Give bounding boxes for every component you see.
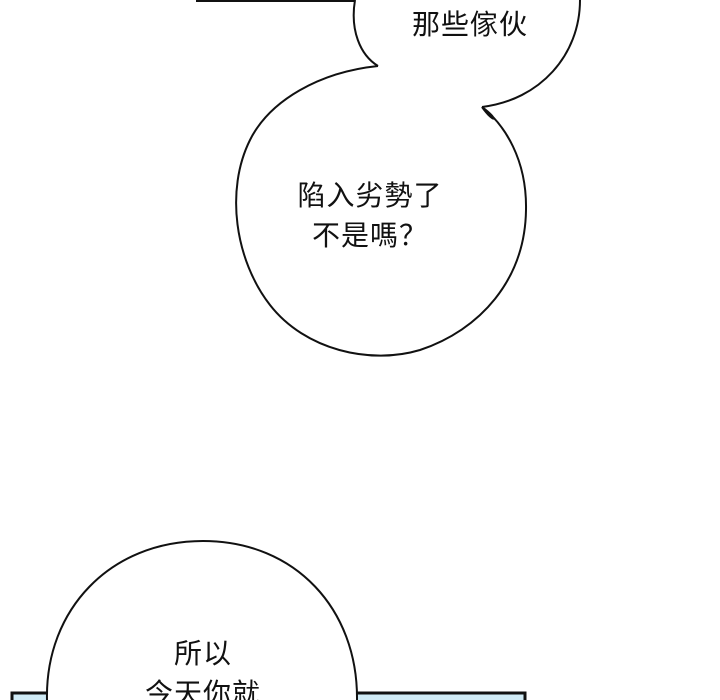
dialogue-line: 所以: [173, 637, 232, 670]
dialogue-line: 陷入劣勢了: [297, 179, 443, 212]
speech-bubble-2: 陷入劣勢了 不是嗎？: [285, 176, 455, 256]
speech-bubble-3-outline: [45, 539, 359, 700]
speech-bubble-3: 所以 今天你就: [123, 634, 283, 700]
speech-bubble-1: 那些傢伙: [400, 5, 540, 45]
dialogue-line: 今天你就: [144, 677, 261, 700]
speech-bubble-1-outline: [352, 0, 379, 67]
dialogue-line: 那些傢伙: [411, 8, 528, 41]
dialogue-line: 不是嗎？: [311, 219, 428, 252]
speech-bubble-2-outline: [235, 65, 528, 357]
